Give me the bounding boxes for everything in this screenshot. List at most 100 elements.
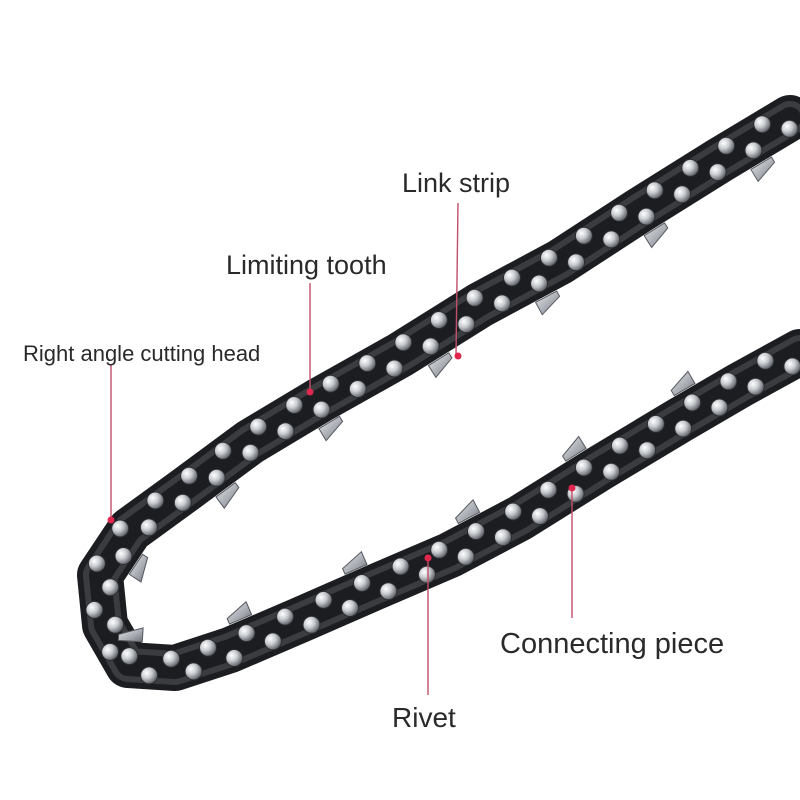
chain-rivet [385,359,404,378]
right-angle-cutting-head-label: Right angle cutting head [23,341,261,366]
chain-rivet [225,649,244,667]
chain-rivet [602,230,621,249]
chain-rivet [353,574,371,592]
cutter-tooth [318,415,344,442]
chain-rivet [418,565,436,584]
chain-rivet [237,624,256,643]
limiting-tooth-marker-dot [306,388,314,396]
cutter-tooth [643,222,669,249]
chain-rivet [756,351,775,370]
chain-rivet [531,507,549,526]
link-strip-leader [455,202,459,357]
chain-rivet [708,163,727,182]
chain-rivet [456,547,475,566]
chain-rivet [574,458,593,477]
cutter-tooth [534,290,561,316]
chain-rivet [530,274,549,293]
chain-rivet [503,268,521,287]
chain-rivet [753,115,772,134]
chain-rivet [114,547,133,565]
chain-rivet [87,554,106,573]
chain-rivet [111,519,130,538]
chain-rivet [180,466,199,485]
rivet-label: Rivet [392,702,456,733]
chain-rivet [504,502,523,521]
chain-rivet [429,311,448,329]
chain-rivet [494,528,512,547]
chain-rivet [602,462,621,481]
chain-rivet [314,590,333,609]
cutter-tooth [454,498,481,525]
leader-lines [107,202,576,695]
chain-rivet [539,480,558,499]
chain-rivet [391,557,410,576]
chain-rivet [683,393,702,412]
chain-rivet [276,422,295,441]
chain-rivet [674,419,693,438]
chain-rivet [610,436,629,455]
chain-rivet [719,372,738,391]
chain-rivet [421,337,440,356]
cutter-tooth [670,370,696,397]
saw-chain [77,95,800,691]
chain-rivet [467,522,485,541]
cutter-tooth [226,600,253,625]
cutter-tooth [117,627,144,643]
chain-rivet [213,441,232,460]
chain-rivet [146,491,165,510]
chain-rivet [139,518,158,537]
chain-rivet [207,468,226,487]
chain-rivet [285,396,304,414]
chain-rivet [249,417,268,436]
chain-core [89,107,800,679]
chain-rivet [101,578,120,597]
chain-rivet [717,136,736,155]
connecting-piece-marker-dot [568,484,576,492]
chain-rivet [646,414,665,433]
chain-rivet [348,380,367,398]
chain-rivet [744,141,763,160]
cutter-tooth [128,553,149,583]
chain-rivet [493,294,512,313]
chain-rivet [379,582,398,601]
chain-rivet [430,540,449,559]
chain-rivet [780,119,799,138]
right-angle-cutting-head-marker-dot [107,516,115,524]
chain-rivet [746,377,765,396]
chain-rivet [85,600,104,619]
limiting-tooth-label: Limiting tooth [226,250,387,280]
chain-rivet [184,662,203,681]
chain-rivet [710,398,729,417]
chain-rivet [263,632,282,651]
cutter-tooth [341,550,368,575]
chain-rivet [610,203,629,222]
chain-rivet [673,185,692,204]
chain-rivet [312,400,331,419]
rivet-marker-dot [424,554,432,562]
connecting-piece-label: Connecting piece [500,628,725,660]
chain-rivet [162,649,181,668]
chain-rivet [302,615,321,634]
chain-rivet [637,207,656,226]
cutter-tooth [215,482,240,510]
chain-rivet [638,441,657,460]
chain-rivet [574,226,593,245]
chain-rivet [140,666,159,685]
chain-rivet [199,638,217,657]
chain-rivet [101,642,120,661]
chain-rivet [173,493,192,512]
cutter-tooth [561,435,587,462]
chain-rivet [783,357,800,376]
chain-rivet [567,253,586,272]
chain-rivet [681,158,700,177]
chain-rivet [341,599,359,617]
chain-rivet [106,615,125,634]
cutter-tooth [427,352,453,379]
link-strip-marker-dot [454,352,462,360]
chain-rivet [394,333,413,352]
chain-rivet [465,288,484,307]
chain-rivet [321,374,340,393]
chain-rivet [358,354,377,373]
